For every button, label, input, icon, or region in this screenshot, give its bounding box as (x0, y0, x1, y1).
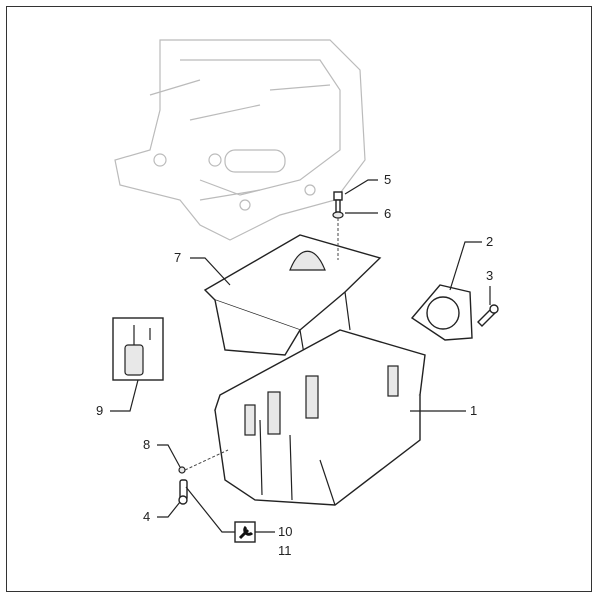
callout-4: 4 (143, 509, 151, 524)
part-4-drain-plug (178, 479, 188, 505)
part-9-kit (112, 317, 164, 381)
callout-leaders (110, 179, 491, 533)
callout-8: 8 (143, 437, 151, 452)
part-8-washer (178, 466, 186, 474)
diagram-frame (6, 6, 592, 592)
part-3-bolt (477, 304, 499, 327)
part-6-washer (332, 211, 344, 219)
wrench-icon (234, 521, 256, 543)
callout-9: 9 (96, 403, 104, 418)
callout-11: 11 (278, 543, 292, 558)
part-5-bolt (333, 191, 343, 213)
callout-1: 1 (470, 403, 478, 418)
part-7-baffle (203, 234, 382, 361)
callout-10: 10 (278, 524, 293, 539)
callout-5: 5 (384, 172, 392, 187)
part-1-oil-pan (214, 329, 426, 506)
part-2-seal-plate (410, 284, 473, 341)
engine-block-outline (114, 39, 366, 241)
callout-6: 6 (384, 206, 392, 221)
callout-2: 2 (486, 234, 494, 249)
callout-3: 3 (486, 268, 494, 283)
callout-7: 7 (174, 250, 182, 265)
